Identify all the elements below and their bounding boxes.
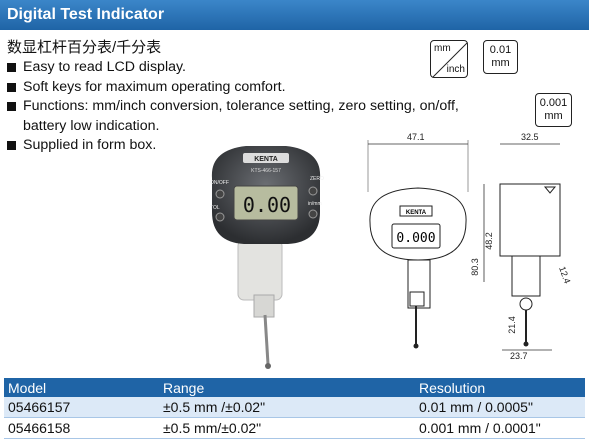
dim-h2: 80.3 [469,258,480,276]
feature-list: Easy to read LCD display. Soft keys for … [7,58,487,156]
drawing-clamp [409,291,425,307]
brand-plate [243,153,289,163]
chinese-title: 数显杠杆百分表/千分表 [7,39,162,56]
dim-width-front: 47.1 [407,132,425,142]
zero-label: ZERO [310,176,324,182]
page-header: Digital Test Indicator [0,0,589,30]
brand-text: KENTA [254,156,278,163]
onoff-key [215,189,225,199]
front-drawing: KENTA 0.000 [367,140,469,349]
spec-table: Model Range Resolution 05466157 ±0.5 mm … [4,378,585,439]
lcd-screen [233,185,299,221]
drawing-lcd [391,223,441,249]
res-value: 0.01 [489,44,512,56]
unit-bottom: inch [446,64,465,75]
cell-resolution: 0.01 mm / 0.0005" [415,397,585,418]
tol-key [215,212,225,222]
page-title: Digital Test Indicator [7,6,165,23]
side-body [499,183,561,257]
cell-resolution: 0.001 mm / 0.0001" [415,417,585,439]
drawing-reading: 0.000 [396,231,435,246]
drawing-brand-plate [399,205,433,217]
dim-h4: 21.4 [506,316,517,334]
diagonal-divider-icon [432,42,468,78]
side-tip [523,341,529,347]
model-label: KTS-466-157 [251,168,281,174]
col-range: Range [159,378,415,397]
cell-model: 05466158 [4,417,159,439]
feature-item: Supplied in form box. [7,136,487,156]
resolution-badge-0001: 0.001 mm [535,93,572,127]
lcd-reading: 0.00 [243,193,291,217]
cell-range: ±0.5 mm/±0.02" [159,417,415,439]
col-resolution: Resolution [415,378,585,397]
stem-body [237,239,283,301]
res-unit: mm [491,57,510,69]
dim-width-side: 32.5 [521,132,539,142]
drawing-brand: KENTA [406,210,427,216]
side-triangle-icon [543,186,557,194]
unit-conversion-badge: mm inch [430,40,468,78]
unit-top: mm [434,43,451,54]
res-value: 0.001 [539,97,568,109]
drawing-tip [413,343,419,349]
onoff-label: ON/OFF [210,180,229,186]
res-unit: mm [544,110,563,122]
side-pivot [519,297,533,311]
dim-h1: 48.2 [483,232,494,250]
table-row: 05466158 ±0.5 mm/±0.02" 0.001 mm / 0.000… [4,417,585,439]
zero-key [308,186,318,196]
resolution-badge-001: 0.01 mm [483,40,518,74]
tol-label: TOL [210,205,220,211]
cell-range: ±0.5 mm /±0.02" [159,397,415,418]
cell-model: 05466157 [4,397,159,418]
feature-item: Functions: mm/inch conversion, tolerance… [7,97,487,136]
table-header-row: Model Range Resolution [4,378,585,397]
side-drawing [483,143,561,351]
col-model: Model [4,378,159,397]
feature-item: Easy to read LCD display. [7,58,487,78]
feature-item: Soft keys for maximum operating comfort. [7,78,487,98]
probe-tip [265,363,271,369]
table-row: 05466157 ±0.5 mm /±0.02" 0.01 mm / 0.000… [4,397,585,418]
probe-stylus [263,314,270,365]
product-photo: KENTA KTS-466-157 0.00 ON/OFF ZERO TOL i… [210,146,324,369]
stem-clamp [253,294,275,318]
dim-h5: 23.7 [510,351,528,361]
side-stem [511,255,541,297]
inmm-key [308,209,318,219]
inmm-label: in/mm [308,201,322,207]
